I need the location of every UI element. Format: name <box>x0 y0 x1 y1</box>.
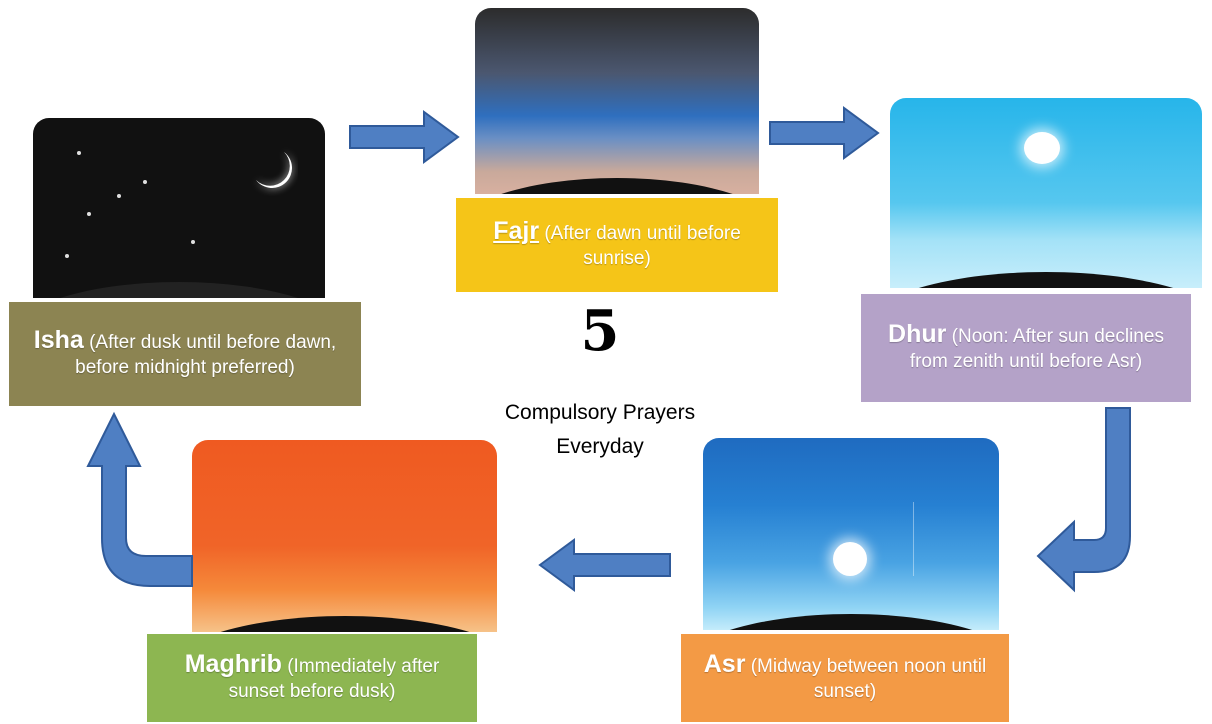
fajr-dawn-sky-image <box>475 8 759 194</box>
dhur-label: Dhur (Noon: After sun declines from zeni… <box>861 294 1191 402</box>
center-caption: Compulsory Prayers Everyday <box>455 396 745 464</box>
dhur-noon-sky-image <box>890 98 1202 288</box>
star-icon <box>191 240 195 244</box>
horizon <box>475 178 759 194</box>
asr-name: Asr <box>703 650 746 678</box>
arrow-right-icon <box>349 110 460 164</box>
fajr-detail: (After dawn until before sunrise) <box>544 223 741 269</box>
isha-label: Isha (After dusk until before dawn, befo… <box>9 302 361 406</box>
asr-label: Asr (Midway between noon until sunset) <box>681 634 1009 722</box>
prayer-count: 5 <box>580 298 620 364</box>
fajr-label: Fajr (After dawn until before sunrise) <box>456 198 778 292</box>
maghrib-label: Maghrib (Immediately after sunset before… <box>147 634 477 722</box>
isha-night-sky-image <box>33 118 325 298</box>
arrow-right-icon <box>769 106 880 160</box>
crescent-moon-icon <box>256 152 292 188</box>
center-caption-line1: Compulsory Prayers <box>504 401 696 424</box>
arrow-left-icon <box>538 538 671 592</box>
star-icon <box>65 254 69 258</box>
star-icon <box>143 180 147 184</box>
horizon <box>703 614 999 630</box>
star-icon <box>77 151 81 155</box>
horizon <box>890 272 1202 288</box>
window-line <box>913 502 914 576</box>
asr-detail: (Midway between noon until sunset) <box>750 656 987 702</box>
sun-icon <box>833 542 867 576</box>
maghrib-detail: (Immediately after sunset before dusk) <box>228 656 440 702</box>
isha-detail: (After dusk until before dawn, before mi… <box>75 332 337 378</box>
horizon <box>192 616 497 632</box>
star-icon <box>117 194 121 198</box>
sun-icon <box>1024 132 1060 164</box>
center-caption-line2: Everyday <box>556 435 644 458</box>
arrow-down-curved-icon <box>1036 407 1131 593</box>
dhur-name: Dhur <box>888 320 947 348</box>
arrow-up-curved-icon <box>86 411 193 587</box>
asr-afternoon-sky-image <box>703 438 999 630</box>
maghrib-sunset-sky-image <box>192 440 497 632</box>
horizon <box>33 282 325 298</box>
isha-name: Isha <box>33 326 84 354</box>
star-icon <box>87 212 91 216</box>
fajr-name: Fajr <box>493 217 540 245</box>
dhur-detail: (Noon: After sun declines from zenith un… <box>909 326 1164 372</box>
maghrib-name: Maghrib <box>184 650 282 678</box>
